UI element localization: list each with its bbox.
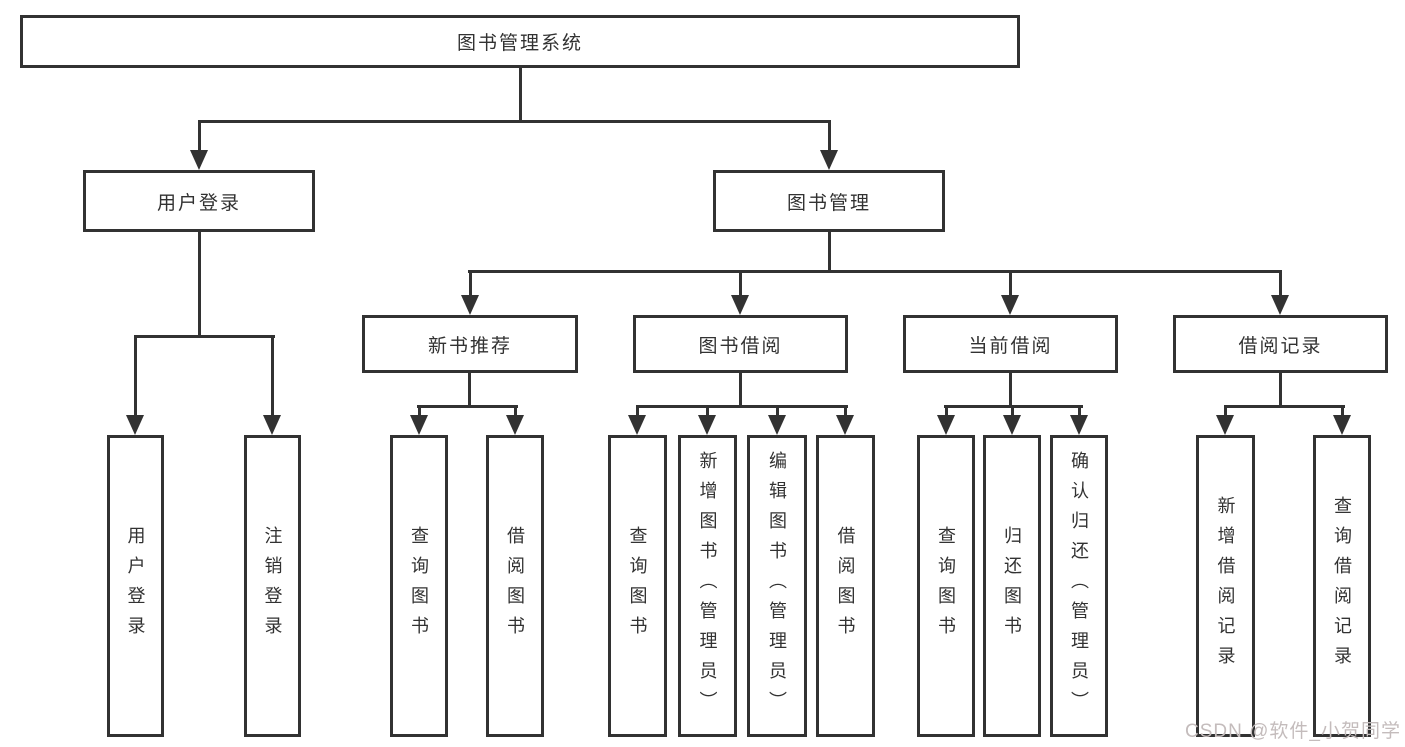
connector-book-borrow-stem bbox=[739, 373, 742, 407]
connector-arrow-cu-query bbox=[937, 405, 955, 435]
connector-root-stem bbox=[519, 68, 522, 123]
connector-borrow-records-hbar bbox=[1224, 405, 1345, 408]
leaf-user-login-label: 用户登录 bbox=[125, 526, 146, 646]
watermark: CSDN @软件_小贺同学 bbox=[1185, 721, 1401, 742]
leaf-bw-edit-books-label: 编辑图书（管理员） bbox=[767, 451, 787, 721]
leaf-logout: 注销登录 bbox=[244, 435, 301, 737]
leaf-rc-query-record-label: 查询借阅记录 bbox=[1332, 496, 1352, 676]
connector-book-mgmt-stem bbox=[828, 232, 831, 273]
leaf-bw-borrow-books: 借阅图书 bbox=[816, 435, 875, 737]
connector-arrow-rc-query bbox=[1333, 405, 1351, 435]
connector-arrow-nb-borrow bbox=[506, 405, 524, 435]
connector-current-borrow-hbar bbox=[944, 405, 1083, 408]
leaf-bw-edit-books: 编辑图书（管理员） bbox=[747, 435, 807, 737]
connector-arrow-nb-query bbox=[410, 405, 428, 435]
leaf-bw-query-books: 查询图书 bbox=[608, 435, 667, 737]
leaf-rc-query-record: 查询借阅记录 bbox=[1313, 435, 1371, 737]
leaf-cu-query-books: 查询图书 bbox=[917, 435, 975, 737]
connector-arrow-leaf-login bbox=[126, 335, 144, 435]
connector-new-book-hbar bbox=[417, 405, 518, 408]
leaf-nb-query-books-label: 查询图书 bbox=[409, 526, 429, 646]
node-root-label: 图书管理系统 bbox=[456, 33, 583, 54]
connector-arrow-bw-add bbox=[698, 405, 716, 435]
node-user-login: 用户登录 bbox=[83, 170, 315, 232]
connector-arrow-user-login bbox=[190, 120, 208, 170]
connector-arrow-book-borrow bbox=[731, 270, 749, 315]
connector-book-mgmt-hbar bbox=[468, 270, 1282, 273]
connector-arrow-bw-edit bbox=[768, 405, 786, 435]
node-current-borrow-label: 当前借阅 bbox=[968, 335, 1053, 357]
node-current-borrow: 当前借阅 bbox=[903, 315, 1118, 373]
connector-book-borrow-hbar bbox=[636, 405, 848, 408]
connector-user-login-stem bbox=[198, 232, 201, 337]
leaf-cu-query-books-label: 查询图书 bbox=[936, 526, 956, 646]
node-root: 图书管理系统 bbox=[20, 15, 1020, 68]
connector-user-login-hbar bbox=[134, 335, 275, 338]
leaf-nb-query-books: 查询图书 bbox=[390, 435, 448, 737]
node-new-book: 新书推荐 bbox=[362, 315, 578, 373]
connector-arrow-bw-borrow bbox=[836, 405, 854, 435]
node-borrow-records-label: 借阅记录 bbox=[1238, 335, 1323, 357]
leaf-cu-return-books: 归还图书 bbox=[983, 435, 1041, 737]
leaf-logout-label: 注销登录 bbox=[262, 526, 283, 646]
node-user-login-label: 用户登录 bbox=[156, 192, 241, 214]
connector-arrow-bw-query bbox=[628, 405, 646, 435]
connector-arrow-cu-return bbox=[1003, 405, 1021, 435]
connector-arrow-book-mgmt bbox=[820, 120, 838, 170]
connector-current-borrow-stem bbox=[1009, 373, 1012, 407]
node-borrow-records: 借阅记录 bbox=[1173, 315, 1388, 373]
leaf-cu-confirm-return-label: 确认归还（管理员） bbox=[1069, 451, 1089, 721]
connector-arrow-new-book bbox=[461, 270, 479, 315]
connector-arrow-leaf-logout bbox=[263, 335, 281, 435]
leaf-bw-query-books-label: 查询图书 bbox=[627, 526, 648, 646]
leaf-nb-borrow-books: 借阅图书 bbox=[486, 435, 544, 737]
node-book-borrow-label: 图书借阅 bbox=[698, 335, 783, 357]
leaf-nb-borrow-books-label: 借阅图书 bbox=[505, 526, 525, 646]
node-book-mgmt-label: 图书管理 bbox=[786, 192, 871, 214]
node-new-book-label: 新书推荐 bbox=[427, 335, 512, 357]
leaf-user-login: 用户登录 bbox=[107, 435, 164, 737]
connector-new-book-stem bbox=[468, 373, 471, 407]
leaf-bw-borrow-books-label: 借阅图书 bbox=[835, 526, 856, 646]
connector-borrow-records-stem bbox=[1279, 373, 1282, 407]
connector-root-hbar bbox=[198, 120, 831, 123]
connector-arrow-cu-confirm bbox=[1070, 405, 1088, 435]
node-book-borrow: 图书借阅 bbox=[633, 315, 848, 373]
leaf-bw-add-books-label: 新增图书（管理员） bbox=[697, 451, 718, 721]
connector-arrow-borrow-records bbox=[1271, 270, 1289, 315]
leaf-rc-add-record-label: 新增借阅记录 bbox=[1215, 496, 1236, 676]
leaf-bw-add-books: 新增图书（管理员） bbox=[678, 435, 737, 737]
connector-arrow-rc-add bbox=[1216, 405, 1234, 435]
leaf-rc-add-record: 新增借阅记录 bbox=[1196, 435, 1255, 737]
connector-arrow-current-borrow bbox=[1001, 270, 1019, 315]
node-book-mgmt: 图书管理 bbox=[713, 170, 945, 232]
leaf-cu-confirm-return: 确认归还（管理员） bbox=[1050, 435, 1108, 737]
leaf-cu-return-books-label: 归还图书 bbox=[1002, 526, 1022, 646]
